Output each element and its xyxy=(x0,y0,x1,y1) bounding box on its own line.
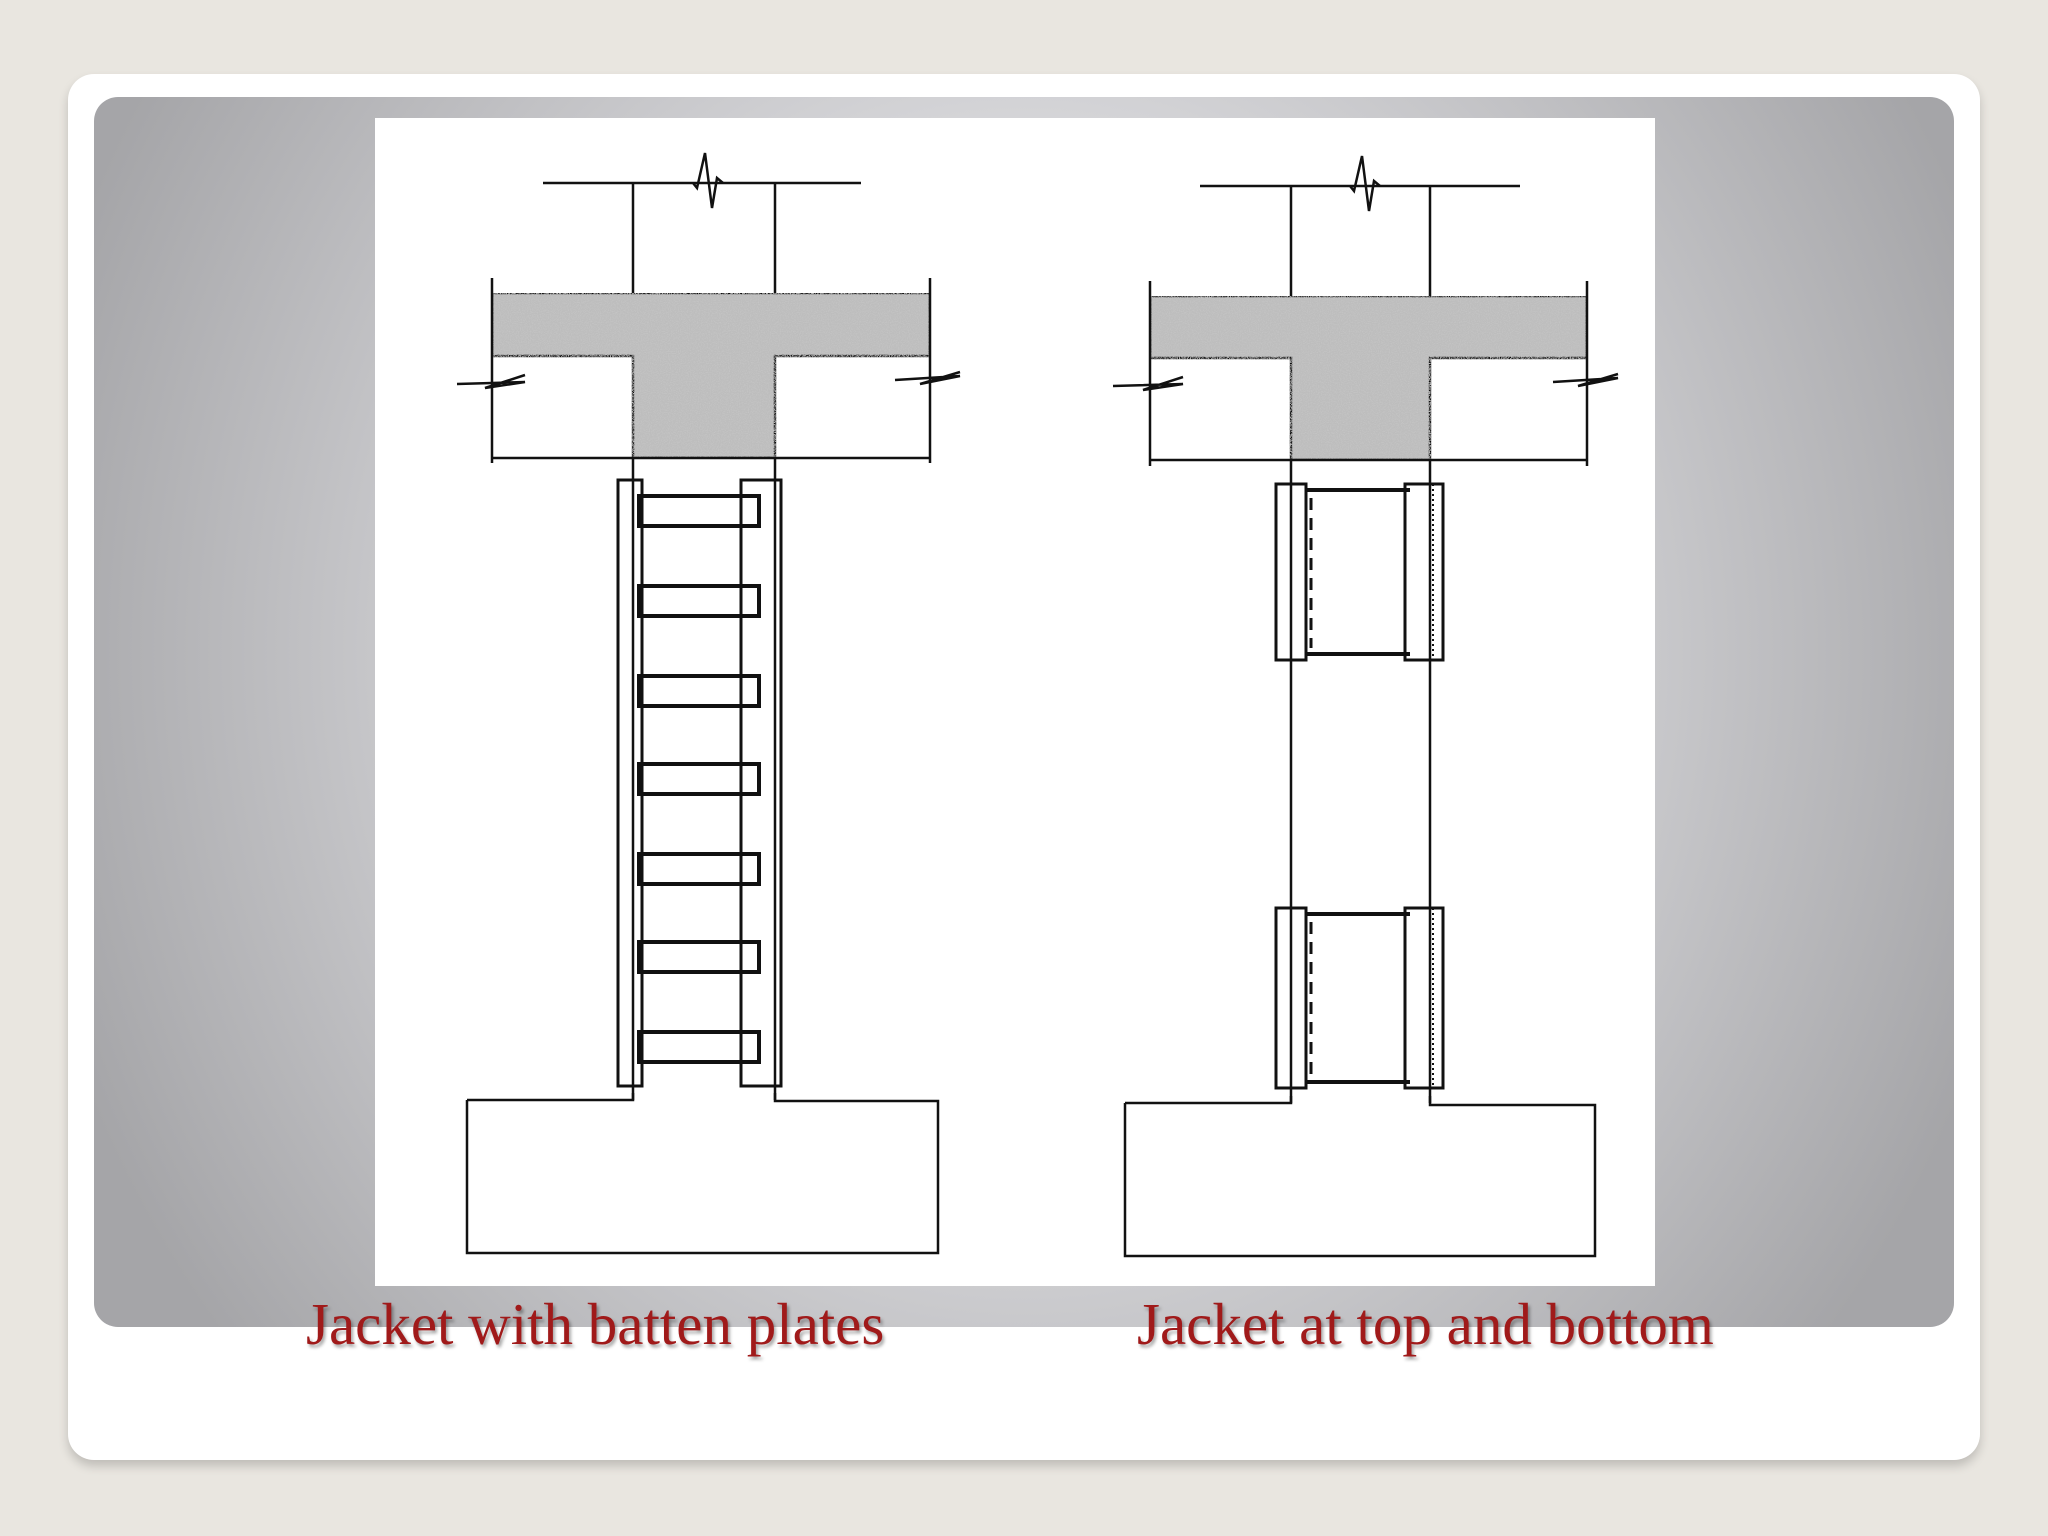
right-bottom-jacket xyxy=(1274,906,1445,1090)
left-footing xyxy=(465,1093,940,1255)
left-angle-right xyxy=(739,478,783,1088)
left-upper-column xyxy=(543,152,861,293)
caption-top-bottom-jacket: Jacket at top and bottom xyxy=(1137,1291,1714,1357)
right-upper-column xyxy=(1200,155,1520,296)
caption-batten-plates: Jacket with batten plates xyxy=(306,1291,885,1357)
batten-plate xyxy=(637,584,761,618)
batten-plate xyxy=(637,940,761,974)
batten-plate xyxy=(637,852,761,886)
batten-plates xyxy=(637,494,761,1064)
left-slab-beam xyxy=(490,291,932,460)
right-slab-beam xyxy=(1148,294,1589,462)
left-detail xyxy=(456,152,961,1255)
jacketing-diagram xyxy=(456,152,1619,1258)
batten-plate xyxy=(637,674,761,708)
batten-plate xyxy=(637,494,761,528)
right-detail xyxy=(1112,155,1619,1258)
batten-plate xyxy=(637,1030,761,1064)
batten-plate xyxy=(637,762,761,796)
figure-panel xyxy=(375,118,1655,1286)
right-top-jacket xyxy=(1274,482,1445,662)
left-angle-left xyxy=(616,478,644,1088)
right-footing xyxy=(1123,1096,1597,1258)
